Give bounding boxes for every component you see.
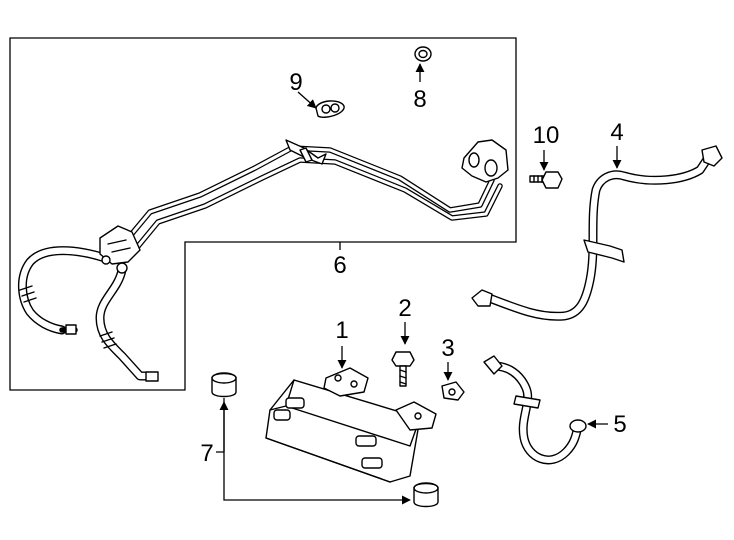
- callout-2: 2: [398, 295, 411, 322]
- part-7-grommet-upper: [211, 372, 237, 398]
- part-7-grommet-lower: [413, 482, 439, 508]
- part-5-hose: [483, 355, 587, 465]
- part-10-bolt: [529, 171, 563, 189]
- callout-8: 8: [413, 86, 426, 113]
- callout-10: 10: [533, 122, 560, 149]
- leader-9: [297, 91, 317, 109]
- part-9-clip: [315, 100, 345, 118]
- callout-3: 3: [441, 335, 454, 362]
- assembly-box-6: [9, 37, 517, 391]
- callout-7: 7: [200, 440, 213, 467]
- callout-1: 1: [335, 317, 348, 344]
- callout-6: 6: [333, 252, 346, 279]
- callout-5: 5: [613, 411, 626, 438]
- part-4-hose: [471, 145, 723, 321]
- part-2-bolt: [391, 351, 415, 387]
- part-1-oil-cooler: [265, 367, 437, 483]
- callout-4: 4: [610, 119, 623, 146]
- part-6-tube-assembly: [18, 139, 509, 382]
- part-3-clip-nut: [441, 381, 465, 401]
- part-8-o-ring: [414, 46, 432, 62]
- callout-9: 9: [289, 69, 302, 96]
